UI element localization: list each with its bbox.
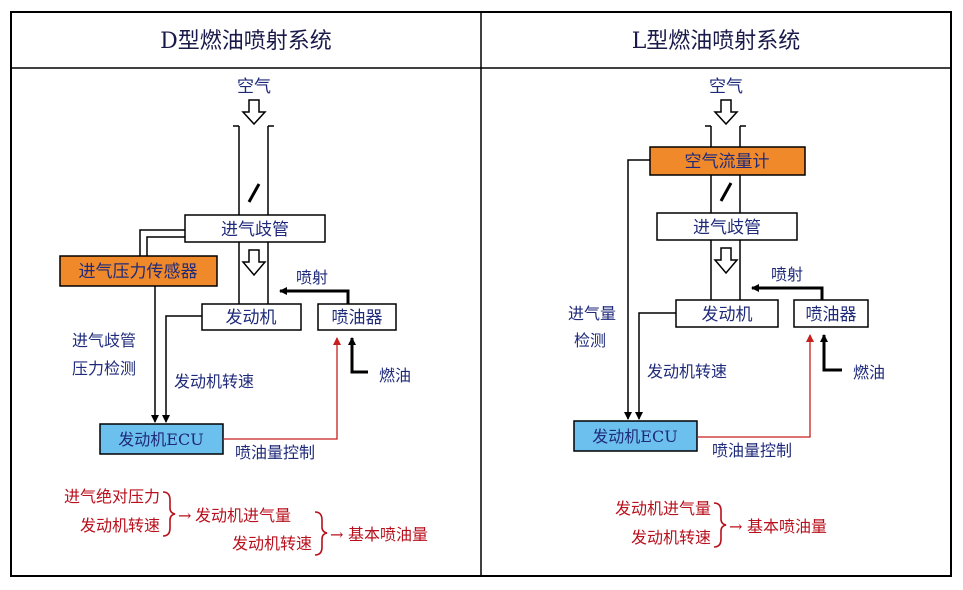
formula-brace-icon [162, 491, 176, 537]
left-air-label: 空气 [237, 77, 271, 97]
throttle-valve-icon [719, 182, 733, 202]
formula-result-label: 基本喷油量 [348, 525, 428, 544]
formula-brace-icon [713, 502, 727, 548]
pressure-sensor-label: 进气压力传感器 [79, 262, 198, 282]
right-panel: L型燃油喷射系统 空气 空气流量计 进气歧管 发动机 喷油器 喷射 燃油 进气量… [568, 29, 885, 548]
formula-input-label: 发动机转速 [80, 516, 160, 535]
left-injector-label: 喷油器 [332, 308, 383, 328]
formula-input-label: 发动机进气量 [615, 499, 711, 518]
formula-input-label: 发动机转速 [631, 528, 711, 547]
right-engine-speed-label: 发动机转速 [647, 362, 727, 381]
airflow-detect-label: 检测 [574, 331, 606, 350]
airflow-meter-label: 空气流量计 [685, 152, 770, 172]
left-intake-manifold-label: 进气歧管 [221, 220, 289, 240]
left-air-inflow-arrow [241, 99, 267, 126]
left-panel-title: D型燃油喷射系统 [160, 29, 332, 54]
left-sensor-connector [146, 236, 185, 256]
formula-arrow-icon: → [178, 506, 191, 525]
left-injection-control-label: 喷油量控制 [235, 443, 315, 462]
right-fuel-label: 燃油 [853, 363, 885, 382]
right-air-inflow-arrow [713, 99, 739, 126]
left-formula: 进气绝对压力 发动机转速 → 发动机进气量 发动机转速 → 基本喷油量 [64, 487, 428, 556]
pressure-sensor-box [59, 255, 218, 287]
left-injection-label: 喷射 [296, 268, 328, 287]
right-fuel-supply-arrow [820, 334, 842, 372]
left-fuel-supply-arrow [348, 337, 368, 374]
right-manifold-flow-arrow [713, 247, 739, 275]
right-injector-label: 喷油器 [806, 305, 857, 325]
formula-arrow-icon: → [330, 525, 343, 544]
right-engine-box [675, 299, 779, 328]
left-manifold-pressure-label: 压力检测 [72, 359, 136, 378]
left-sensor-connector [139, 229, 185, 256]
right-airflow-signal-line [624, 159, 650, 420]
right-ecu-label: 发动机ECU [592, 427, 677, 446]
formula-intermediate-label: 发动机转速 [232, 534, 312, 553]
left-engine-label: 发动机 [226, 308, 277, 328]
right-engine-label: 发动机 [702, 305, 753, 325]
formula-brace-icon [314, 511, 328, 556]
right-injection-control-line [697, 334, 814, 438]
right-speed-signal-line [635, 312, 676, 420]
right-injection-label: 喷射 [771, 265, 803, 284]
left-manifold-flow-arrow [241, 249, 267, 277]
formula-input-label: 进气绝对压力 [64, 487, 160, 506]
left-speed-signal-line [162, 315, 202, 423]
right-air-label: 空气 [709, 77, 743, 97]
right-intake-manifold-box [656, 212, 798, 241]
left-manifold-pressure-label: 进气歧管 [72, 331, 136, 350]
throttle-valve-icon [247, 183, 261, 203]
left-ecu-label: 发动机ECU [118, 430, 203, 449]
left-engine-speed-label: 发动机转速 [174, 372, 254, 391]
formula-result-label: 基本喷油量 [747, 517, 827, 536]
left-panel: D型燃油喷射系统 空气 进气歧管 进气压力传感器 发动机 喷油器 喷射 燃油 [59, 29, 428, 556]
left-injection-control-line [223, 337, 341, 440]
airflow-meter-box [649, 146, 806, 176]
right-panel-title: L型燃油喷射系统 [632, 29, 801, 54]
formula-arrow-icon: → [729, 517, 742, 536]
left-engine-box [201, 303, 302, 331]
right-injector-box [793, 299, 869, 328]
left-injection-arrow [279, 287, 350, 304]
left-intake-manifold-box [184, 214, 326, 243]
airflow-detect-label: 进气量 [568, 304, 616, 323]
right-formula: 发动机进气量 发动机转速 → 基本喷油量 [615, 499, 827, 548]
right-intake-manifold-label: 进气歧管 [693, 218, 761, 238]
right-ecu-box [573, 420, 698, 452]
left-injector-box [317, 303, 397, 331]
right-injection-control-label: 喷油量控制 [712, 441, 792, 460]
right-injection-arrow [751, 284, 824, 300]
left-fuel-label: 燃油 [379, 366, 411, 385]
formula-intermediate-label: 发动机进气量 [195, 506, 291, 525]
